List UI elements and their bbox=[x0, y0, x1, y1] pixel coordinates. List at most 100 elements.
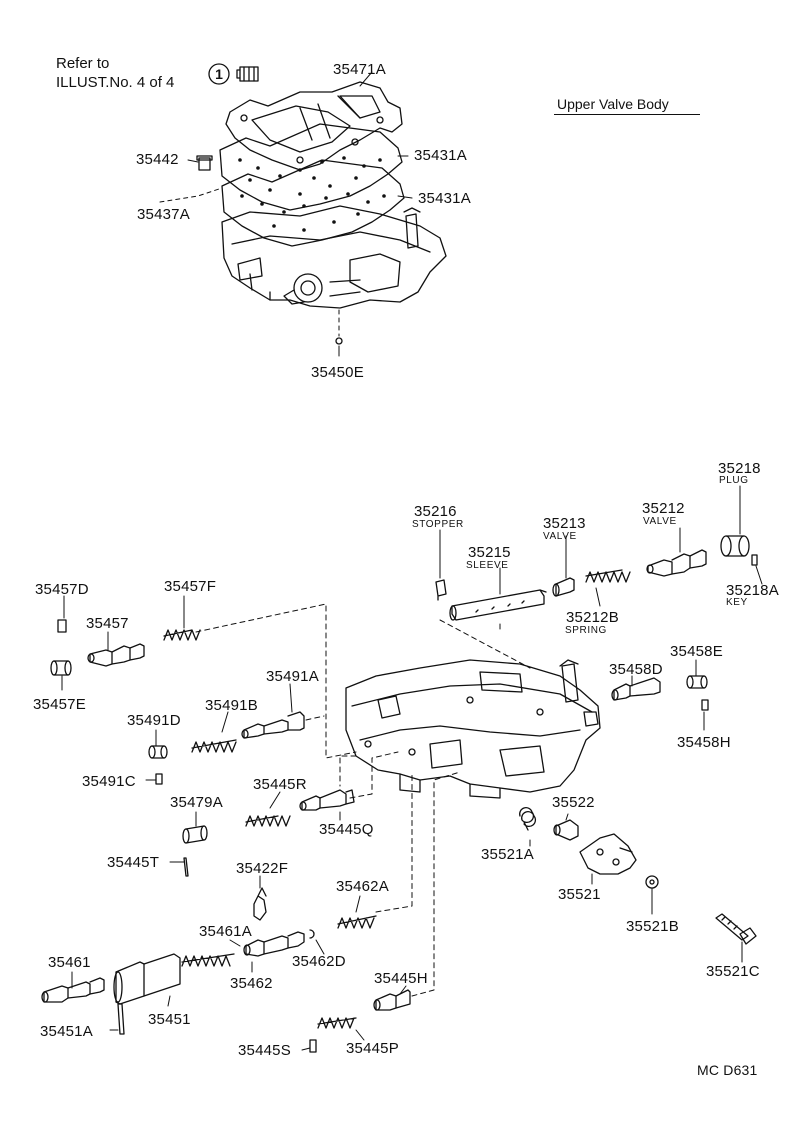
lower-valve-body-casting bbox=[346, 660, 600, 798]
sublabel-spring: SPRING bbox=[565, 625, 607, 636]
part-35479A-plug bbox=[183, 826, 207, 843]
label-35445Q: 35445Q bbox=[319, 821, 374, 838]
label-35431A-lower: 35431A bbox=[418, 190, 471, 207]
part-35218A-key bbox=[752, 555, 757, 565]
part-35491B-spring bbox=[192, 740, 236, 752]
label-35522: 35522 bbox=[552, 794, 595, 811]
label-35218A: 35218A bbox=[726, 582, 779, 599]
sublabel-stopper: STOPPER bbox=[412, 519, 464, 530]
part-35521C-bolt bbox=[716, 914, 756, 944]
upper-leader-lines bbox=[160, 72, 412, 356]
label-35461: 35461 bbox=[48, 954, 91, 971]
part-35457F-spring bbox=[164, 630, 200, 640]
refer-line-2: ILLUST.No. 4 of 4 bbox=[56, 74, 175, 91]
part-35457D bbox=[58, 620, 66, 632]
plate-gasket-upper bbox=[220, 124, 402, 210]
label-35457F: 35457F bbox=[164, 578, 217, 595]
part-35445H-valve bbox=[374, 990, 410, 1010]
top-cover-plate bbox=[226, 82, 402, 170]
part-35457E-plug bbox=[51, 661, 71, 675]
label-35212B: 35212B bbox=[566, 609, 619, 626]
label-35445P: 35445P bbox=[346, 1040, 399, 1057]
label-35491C: 35491C bbox=[82, 773, 136, 790]
label-35457D: 35457D bbox=[35, 581, 89, 598]
label-35451A: 35451A bbox=[40, 1023, 93, 1040]
part-35462-valve bbox=[244, 932, 304, 956]
label-35491D: 35491D bbox=[127, 712, 181, 729]
label-35462: 35462 bbox=[230, 975, 273, 992]
label-35521: 35521 bbox=[558, 886, 601, 903]
upper-valve-body-casting bbox=[222, 206, 446, 308]
lower-leader-lines bbox=[62, 486, 762, 1050]
refer-circle-number: 1 bbox=[215, 66, 223, 82]
label-35491B: 35491B bbox=[205, 697, 258, 714]
part-35461A-spring bbox=[182, 954, 234, 966]
sublabel-valve-35213: VALVE bbox=[543, 531, 577, 542]
part-35212B-spring bbox=[586, 570, 630, 582]
label-35215: 35215 bbox=[468, 544, 511, 561]
sublabel-sleeve: SLEEVE bbox=[466, 560, 509, 571]
label-35521B: 35521B bbox=[626, 918, 679, 935]
part-35461-valve bbox=[42, 978, 104, 1002]
label-35458H: 35458H bbox=[677, 734, 731, 751]
label-35491A: 35491A bbox=[266, 668, 319, 685]
label-35212: 35212 bbox=[642, 500, 685, 517]
part-35458E-plug bbox=[687, 676, 707, 688]
figure-code: MC D631 bbox=[697, 1062, 758, 1078]
part-35445P-spring bbox=[318, 1018, 356, 1028]
label-35445H: 35445H bbox=[374, 970, 428, 987]
label-35521A: 35521A bbox=[481, 846, 534, 863]
part-35212-valve bbox=[647, 550, 706, 576]
part-35445S bbox=[310, 1040, 316, 1052]
label-35462A: 35462A bbox=[336, 878, 389, 895]
part-35457-valve bbox=[88, 644, 144, 666]
label-35479A: 35479A bbox=[170, 794, 223, 811]
part-35445Q-valve bbox=[300, 790, 354, 810]
label-35458E: 35458E bbox=[670, 643, 723, 660]
label-35462D: 35462D bbox=[292, 953, 346, 970]
part-35450E-ball bbox=[336, 338, 342, 344]
part-35451-sleeve bbox=[114, 954, 180, 1004]
refer-line-1: Refer to bbox=[56, 55, 110, 72]
part-35218-plug bbox=[721, 536, 749, 556]
label-35422F: 35422F bbox=[236, 860, 289, 877]
label-35521C: 35521C bbox=[706, 963, 760, 980]
part-35216-stopper bbox=[436, 580, 446, 600]
part-35458D-valve bbox=[612, 678, 660, 700]
label-35445S: 35445S bbox=[238, 1042, 291, 1059]
part-35213-valve bbox=[553, 578, 574, 596]
label-35445T: 35445T bbox=[107, 854, 160, 871]
part-35458H bbox=[702, 700, 708, 710]
sublabel-key: KEY bbox=[726, 597, 748, 608]
title-underline bbox=[554, 114, 700, 115]
label-35471A: 35471A bbox=[333, 61, 386, 78]
part-35215-sleeve bbox=[450, 590, 546, 620]
lower-assembly-lines bbox=[196, 604, 530, 996]
plate-gasket-lower bbox=[222, 160, 404, 246]
diagram-title: Upper Valve Body bbox=[557, 96, 669, 112]
part-35445T-pin bbox=[184, 858, 188, 876]
label-35457E: 35457E bbox=[33, 696, 86, 713]
label-35450E: 35450E bbox=[311, 364, 364, 381]
label-35451: 35451 bbox=[148, 1011, 191, 1028]
part-35462D-clip bbox=[310, 930, 314, 938]
part-35442-bolt bbox=[197, 156, 212, 170]
part-35521B-washer bbox=[646, 876, 658, 888]
refer-bolt-icon bbox=[209, 64, 258, 84]
label-35442: 35442 bbox=[136, 151, 179, 168]
label-35216: 35216 bbox=[414, 503, 457, 520]
part-35491C bbox=[156, 774, 162, 784]
label-35458D: 35458D bbox=[609, 661, 663, 678]
label-35437A: 35437A bbox=[137, 206, 190, 223]
sublabel-valve-35212: VALVE bbox=[643, 516, 677, 527]
part-35521A-spring bbox=[520, 808, 536, 830]
part-35522-pin bbox=[554, 820, 578, 840]
label-35213: 35213 bbox=[543, 515, 586, 532]
label-35445R: 35445R bbox=[253, 776, 307, 793]
refer-note: Refer to ILLUST.No. 4 of 4 bbox=[56, 54, 174, 92]
label-35218: 35218 bbox=[718, 460, 761, 477]
label-35461A: 35461A bbox=[199, 923, 252, 940]
part-35422F-clip bbox=[254, 888, 266, 920]
part-35491D-plug bbox=[149, 746, 167, 758]
